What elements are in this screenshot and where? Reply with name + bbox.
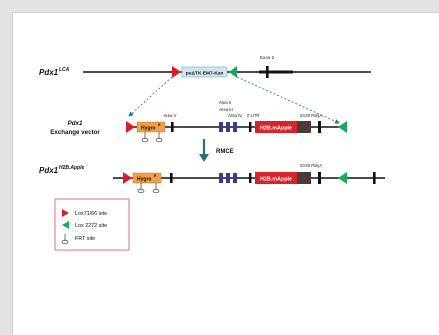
h2b-label-bottom: H2B.mApple (260, 177, 292, 183)
rmce-arrow-head (199, 154, 209, 162)
lox71-site-vector (126, 121, 135, 133)
exon-block-2 (226, 122, 230, 132)
hygro-label-vector: Hygro (141, 126, 155, 132)
hygro-sup-bottom: R (154, 174, 157, 178)
lox2272-site-vector (338, 121, 347, 133)
exon-block-bottom-1 (219, 173, 223, 183)
gene-targeting-diagram: Pdx1 LCA puΔTK EM7-Kan Exon 2 Pdx1 Excha… (39, 55, 385, 251)
exon-label-3: Area III (219, 107, 233, 112)
sv40-label-bottom: SV40 PolyA (300, 163, 323, 168)
pdx1-lca-superscript: LCA (59, 67, 70, 73)
lox2272-site-top (229, 66, 237, 78)
exon-block-bottom-3 (233, 173, 237, 183)
pdx1-h2b-label: Pdx1 (39, 166, 59, 175)
lox71-site-top (172, 66, 181, 78)
frt-site-bottom-1 (137, 188, 145, 194)
pdx1-h2b-superscript: H2B.Apple (59, 165, 85, 171)
legend-green-triangle-icon (62, 221, 69, 229)
h2b-mapple-box-bottom (255, 172, 297, 184)
rmce-step: RMCE (199, 139, 234, 162)
hygro-sup-vector: R (158, 123, 161, 127)
pu-tk-cassette (181, 66, 228, 78)
frt-site-bottom-2 (152, 188, 160, 194)
hygro-cassette-vector (136, 121, 166, 133)
lox2272-site-bottom (338, 172, 347, 184)
bottom-marker-1 (170, 173, 173, 183)
exon2-box (266, 66, 269, 78)
cassette-label: puΔTK EM7-Kan (186, 71, 224, 77)
frt-site-vector-2 (155, 137, 163, 143)
rmce-label: RMCE (216, 149, 234, 155)
exchange-vector: Pdx1 Exchange vector Hygro R Area V Area… (50, 100, 347, 143)
vector-label-line1: Pdx1 (68, 120, 83, 127)
vector-marker-1 (171, 122, 174, 132)
exon-block-bottom-2 (226, 173, 230, 183)
exon-block-1 (219, 122, 223, 132)
h2b-tail-vector (297, 121, 311, 133)
hygro-cassette-bottom (132, 172, 162, 184)
pdx1-h2b-apple-construct: Pdx1 H2B.Apple Hygro R H2B.mApple SV40 P… (39, 163, 385, 194)
utr-label: 3' UTR (247, 113, 260, 118)
h2b-label-vector: H2B.mApple (260, 126, 292, 132)
sv40-marker-vector (318, 121, 321, 133)
hygro-label-bottom: Hygro (137, 177, 151, 183)
legend: Lox71/66 site Lox 2272 site FRT site (54, 198, 130, 251)
figure-panel: Pdx1 LCA puΔTK EM7-Kan Exon 2 Pdx1 Excha… (12, 12, 439, 335)
lox71-site-bottom (123, 172, 132, 184)
recombination-arrow-left (128, 76, 173, 117)
exon-label-4: Area IV (228, 113, 242, 118)
exon-label-1: Area V (164, 113, 177, 118)
sv40-label-vector: SV40 PolyA (300, 113, 323, 118)
sv40-marker-bottom (318, 172, 321, 184)
utr-marker-bottom (249, 173, 252, 183)
bottom-marker-end (373, 172, 376, 184)
frt-site-vector-1 (141, 137, 149, 143)
h2b-mapple-box-vector (255, 121, 297, 133)
vector-label-line2: Exchange vector (50, 129, 100, 136)
exon-label-2: Area II (219, 100, 231, 105)
pdx1-lca-construct: Pdx1 LCA puΔTK EM7-Kan Exon 2 (39, 55, 371, 78)
pdx1-lca-label: Pdx1 (39, 68, 59, 77)
utr-marker (249, 122, 252, 132)
legend-item-lox71: Lox71/66 site (75, 211, 107, 217)
legend-red-triangle-icon (62, 209, 69, 217)
h2b-tail-bottom (297, 172, 311, 184)
recombination-arrow-right (236, 76, 340, 124)
exon2-label: Exon 2 (260, 55, 275, 60)
legend-item-lox2272: Lox 2272 site (75, 223, 107, 229)
legend-item-frt: FRT site (75, 236, 95, 242)
legend-frt-lollipop-icon (61, 239, 69, 245)
exon-block-3 (233, 122, 237, 132)
